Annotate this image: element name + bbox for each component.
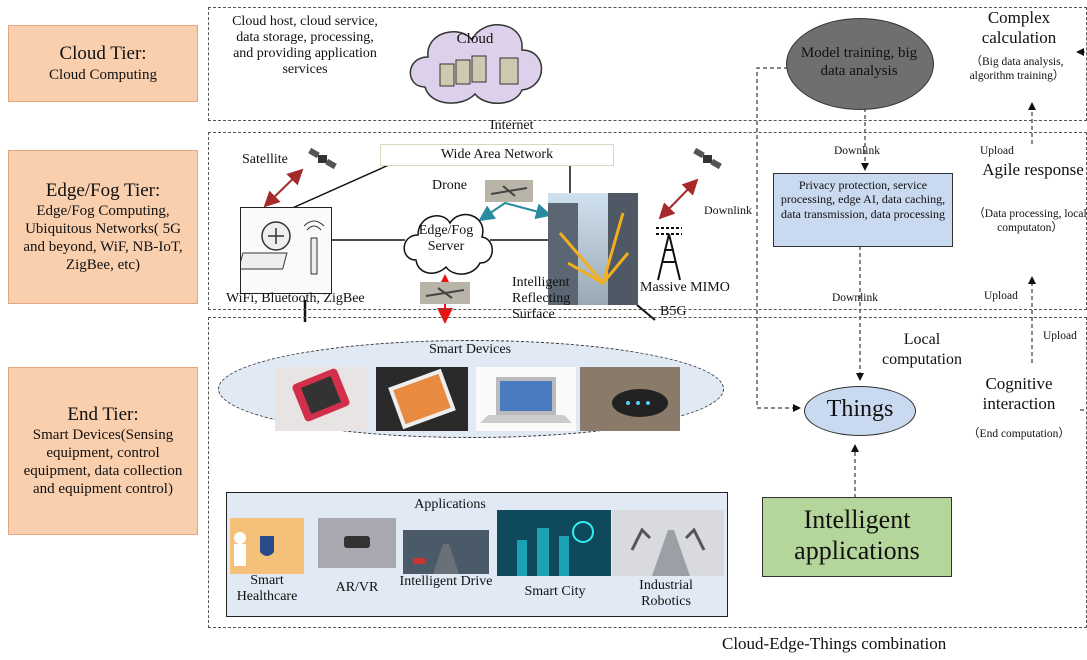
drone-image-2	[420, 282, 470, 304]
upload-label-2: Upload	[984, 290, 1018, 302]
upload-label-3: Upload	[1043, 330, 1077, 342]
cloud-label: Cloud	[456, 31, 494, 47]
app-healthcare-image	[230, 518, 304, 574]
cloud-tier-title: Cloud Tier:	[59, 43, 147, 65]
edge-server-cloud: Edge/Fog Server	[398, 205, 494, 279]
downlink-label-2: Downlink	[832, 292, 878, 304]
upload-label-1: Upload	[980, 145, 1014, 157]
intelligent-applications-box: Intelligent applications	[762, 497, 952, 577]
router-device	[240, 207, 332, 294]
edge-tier-title: Edge/Fog Tier:	[45, 179, 161, 201]
app-drive-image	[403, 530, 489, 574]
app-label-1: AR/VR	[335, 580, 379, 595]
app-label-2: Intelligent Drive	[399, 574, 493, 589]
agile-title: Agile response	[982, 160, 1084, 179]
end-tier-sub: Smart Devices(Sensing equipment, control…	[23, 427, 183, 498]
device-wearable-image	[580, 367, 680, 431]
app-arvr-image	[318, 518, 396, 568]
edge-processing-box: Privacy protection, service processing, …	[773, 173, 953, 247]
wifi-label: WiFi, Bluetooth, ZigBee	[226, 291, 365, 306]
device-tablet-image	[376, 367, 468, 431]
edge-tier-sub: Edge/Fog Computing, Ubiquitous Networks(…	[23, 203, 183, 274]
smart-devices-title: Smart Devices	[428, 342, 512, 357]
local-computation: Local computation	[882, 331, 962, 368]
drone-image	[485, 180, 533, 202]
cloud-description: Cloud host, cloud service, data storage,…	[232, 14, 378, 78]
edge-server-label: Edge/Fog Server	[418, 223, 474, 255]
wan-box: Wide Area Network	[380, 144, 614, 166]
model-training-ellipse	[786, 18, 934, 110]
things-ellipse: Things	[804, 386, 916, 436]
satellite-icon-2	[690, 146, 724, 172]
satellite-icon	[305, 146, 339, 172]
wan-label: Wide Area Network	[440, 147, 554, 162]
cloud-tier-sub: Cloud Computing	[49, 66, 157, 83]
b5g-label: B5G	[660, 304, 687, 319]
things-label: Things	[826, 396, 894, 422]
cognitive-sub: （End computation）	[968, 428, 1070, 440]
app-label-4: Industrial Robotics	[639, 578, 693, 610]
model-training-label: Model training, big data analysis	[800, 45, 918, 79]
cognitive-title: Cognitive interaction	[982, 374, 1056, 414]
cloud-illustration: Cloud	[400, 12, 550, 112]
satellite-label: Satellite	[242, 152, 288, 167]
end-tier-title: End Tier:	[67, 403, 139, 425]
internet-label: Internet	[490, 118, 534, 133]
app-label-0: Smart Healthcare	[236, 573, 298, 605]
downlink-label-1: Downlink	[834, 145, 880, 157]
device-phone-image	[275, 367, 367, 431]
applications-title: Applications	[414, 497, 486, 512]
complex-title: Complex calculation	[981, 8, 1057, 47]
app-robotics-image	[612, 510, 724, 576]
edge-processing-label: Privacy protection, service processing, …	[780, 178, 946, 221]
app-label-3: Smart City	[524, 584, 586, 599]
agile-sub: （Data processing, local computaton）	[973, 208, 1087, 234]
footer-caption: Cloud-Edge-Things combination	[722, 634, 947, 653]
mimo-label: Massive MIMO	[640, 280, 730, 295]
cloud-tier-box: Cloud Tier: Cloud Computing	[8, 25, 198, 102]
intelligent-applications-label: Intelligent applications	[794, 505, 920, 566]
irs-image	[548, 193, 638, 305]
edge-tier-box: Edge/Fog Tier: Edge/Fog Computing, Ubiqu…	[8, 150, 198, 304]
app-smartcity-image	[497, 510, 611, 576]
complex-sub: （Big data analysis, algorithm training）	[969, 56, 1065, 82]
device-laptop-image	[476, 367, 576, 431]
edge-downlink-label: Downlink	[704, 203, 752, 217]
mimo-tower-icon	[652, 222, 686, 282]
end-tier-box: End Tier: Smart Devices(Sensing equipmen…	[8, 367, 198, 535]
irs-label: Intelligent Reflecting Surface	[512, 275, 571, 323]
drone-label: Drone	[432, 178, 467, 193]
